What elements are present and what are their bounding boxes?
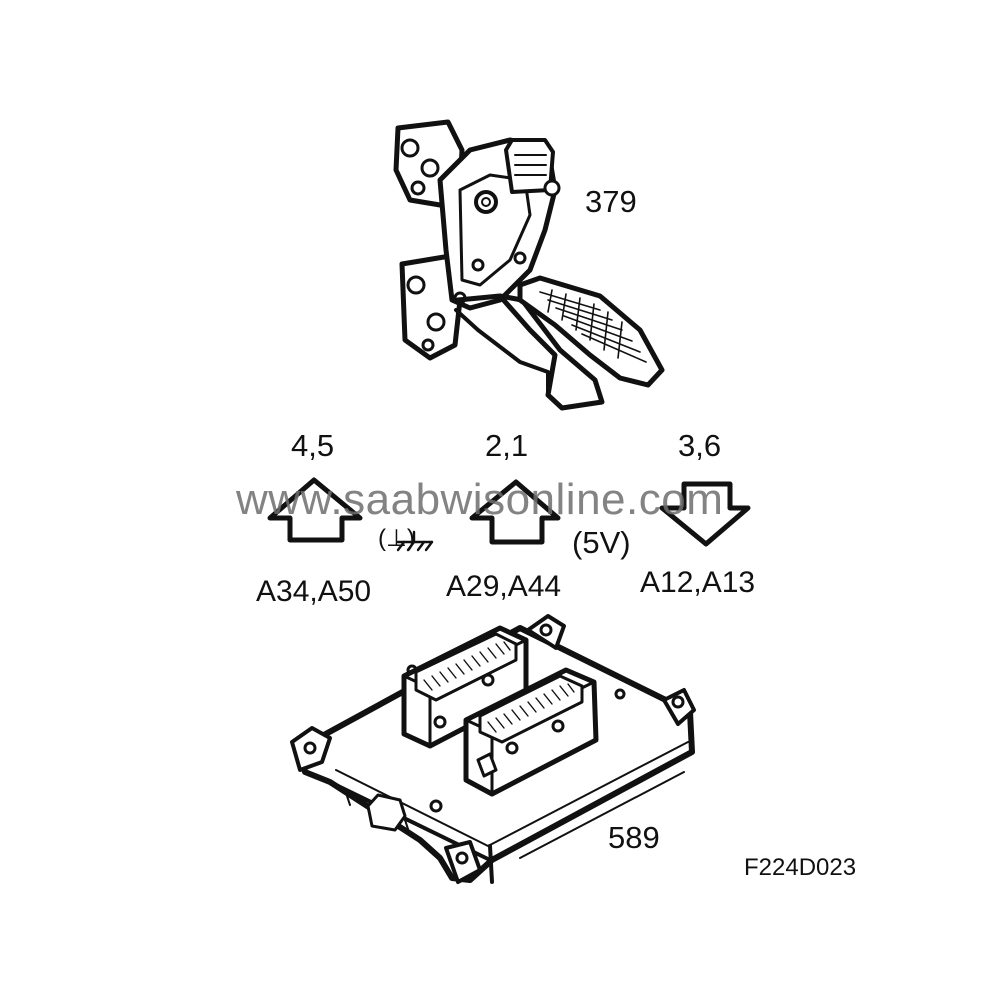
pin-group-3-numbers: 3,6	[678, 428, 722, 463]
pin-group-1-terminals: A34,A50	[256, 575, 372, 608]
accelerator-pedal-illustration	[393, 119, 665, 411]
figure-id: F224D023	[744, 854, 857, 881]
pedal-component-number: 379	[585, 184, 637, 219]
pin-group-2-numbers: 2,1	[485, 428, 529, 463]
ecu-connector-back	[401, 625, 529, 749]
ground-symbol	[396, 530, 434, 552]
watermark-text: www.saabwisonline.com	[236, 475, 724, 524]
arrow-down-right	[659, 481, 751, 547]
arrow-up-middle	[469, 479, 561, 545]
arrow-up-left	[267, 477, 363, 543]
ground-note: (⊥)	[378, 525, 415, 552]
ecu-component-number: 589	[608, 820, 660, 855]
pin-group-3-terminals: A12,A13	[640, 566, 756, 599]
voltage-note: (5V)	[572, 525, 631, 560]
ecu-connector-front	[463, 667, 599, 797]
pin-group-2-terminals: A29,A44	[446, 570, 562, 603]
pin-group-1-numbers: 4,5	[291, 428, 335, 463]
engine-control-module-illustration	[290, 614, 696, 884]
pedal-pad-texture	[539, 289, 647, 363]
